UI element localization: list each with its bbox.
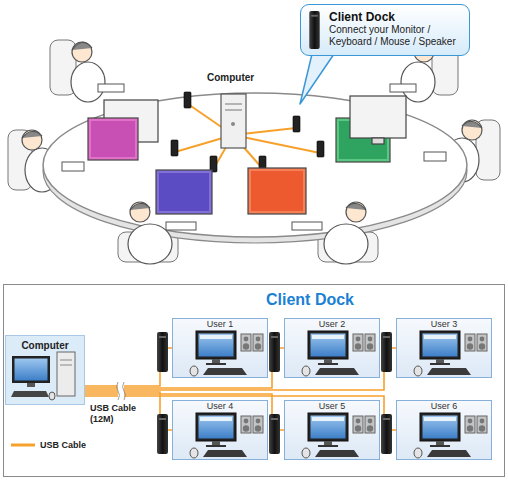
monitor-screen	[159, 173, 209, 211]
user-box: User 6	[396, 400, 492, 460]
keyboard	[98, 84, 124, 92]
person-body	[128, 224, 172, 264]
monitor-screen	[91, 121, 135, 157]
person-body	[324, 224, 368, 264]
legend-line	[10, 441, 36, 449]
break-gap	[118, 383, 124, 399]
monitor-screen	[251, 171, 303, 211]
dock-icon	[381, 332, 392, 372]
node-label: User 5	[285, 401, 379, 412]
person-hair	[72, 42, 92, 50]
dock-icon	[171, 140, 178, 156]
power-button	[231, 122, 235, 126]
person-hair	[346, 203, 366, 210]
person-hair	[130, 203, 150, 210]
dock-icon	[317, 141, 324, 157]
monitor	[248, 168, 306, 214]
panel-border	[4, 285, 505, 477]
legend-text: USB Cable	[40, 440, 86, 450]
node-label: User 6	[397, 401, 491, 412]
tower-bay	[225, 104, 242, 105]
node-label: User 3	[397, 319, 491, 330]
break-line	[117, 382, 120, 400]
person-head	[72, 42, 92, 62]
monitor	[350, 96, 406, 138]
callout-pointer	[300, 54, 334, 104]
usb-cable	[85, 348, 172, 386]
tower-bay	[225, 110, 242, 111]
cable-break	[117, 382, 126, 400]
keyboards-top	[62, 84, 446, 230]
keyboard	[424, 152, 446, 161]
computer-tower-top	[221, 94, 246, 148]
round-table	[43, 93, 467, 237]
legend-line-sample	[11, 444, 35, 447]
monitor	[156, 170, 212, 214]
person-hair	[462, 121, 482, 128]
user-box: User 2	[284, 318, 380, 378]
usb-cable	[85, 392, 172, 430]
node-label: User 4	[173, 401, 267, 412]
person-hair	[22, 131, 42, 138]
dock-icon	[157, 332, 168, 372]
dock-icon	[269, 332, 280, 372]
keyboard	[292, 222, 322, 230]
chairs	[8, 40, 500, 262]
monitors-top	[88, 96, 406, 214]
tower-case	[221, 94, 246, 148]
keyboard	[62, 162, 84, 171]
docks-top	[171, 92, 324, 172]
diagram-title: Client Dock	[180, 291, 440, 309]
break-line	[123, 382, 126, 400]
dock-icon	[293, 116, 300, 132]
user-box: User 3	[396, 318, 492, 378]
callout-box: Client DockConnect your Monitor / Keyboa…	[300, 4, 470, 56]
callout-heading: Client Dock	[329, 10, 465, 24]
dock-icon	[157, 414, 168, 454]
monitor	[88, 118, 138, 160]
computer-label: Computer	[207, 72, 267, 83]
person-body	[71, 62, 105, 102]
dock-icon	[269, 414, 280, 454]
keyboard	[166, 222, 196, 230]
person-head	[130, 202, 150, 222]
dock-icon	[381, 414, 392, 454]
node-label: User 2	[285, 319, 379, 330]
keyboard	[390, 84, 416, 92]
cable-label: USB Cable (12M)	[90, 403, 142, 425]
callout-text: Connect your Monitor / Keyboard / Mouse …	[329, 24, 465, 48]
user-box: User 5	[284, 400, 380, 460]
people-front	[128, 202, 368, 264]
computer-box: Computer	[5, 335, 85, 405]
node-label: User 1	[173, 319, 267, 330]
user-box: User 4	[172, 400, 268, 460]
person-head	[22, 130, 42, 150]
user-box: User 1	[172, 318, 268, 378]
node-label: Computer	[6, 336, 84, 351]
monitor-stand	[372, 138, 384, 144]
legend-item: USB Cable	[10, 440, 86, 450]
dock-icon	[184, 92, 191, 108]
usb-cables-top	[175, 104, 320, 168]
person-head	[462, 120, 482, 140]
person-head	[346, 202, 366, 222]
